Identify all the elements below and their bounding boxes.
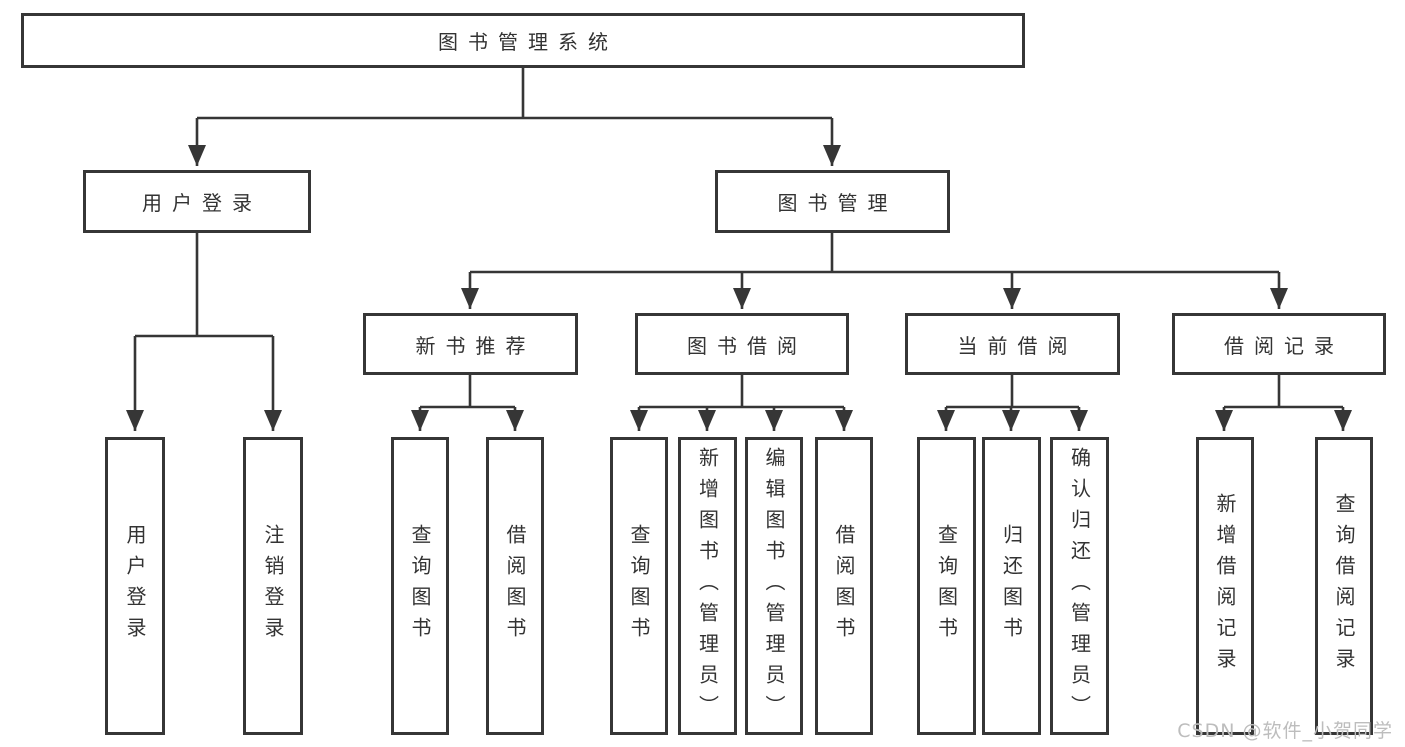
node-borrow-records-label: 借阅记录 — [1224, 333, 1344, 358]
node-user-login-branch: 用户登录 — [83, 170, 311, 233]
leaf-query-borrow-record: 查询借阅记录 — [1315, 437, 1373, 735]
leaf-add-book-admin: 新增图书（管理员） — [678, 437, 737, 735]
leaf-borrow-books-2: 借阅图书 — [815, 437, 873, 735]
node-book-borrow-label: 图书借阅 — [687, 333, 807, 358]
node-library-system-label: 图书管理系统 — [438, 30, 618, 54]
leaf-query-books-2-label: 查询图书 — [627, 524, 651, 648]
leaf-edit-book-admin-label: 编辑图书（管理员） — [762, 446, 786, 726]
leaf-add-book-admin-label: 新增图书（管理员） — [695, 446, 720, 726]
node-current-borrow: 当前借阅 — [905, 313, 1120, 375]
leaf-user-login-label: 用户登录 — [123, 524, 147, 648]
leaf-add-borrow-record: 新增借阅记录 — [1196, 437, 1254, 735]
node-book-management-label: 图书管理 — [777, 191, 898, 215]
leaf-return-book: 归还图书 — [982, 437, 1041, 735]
leaf-query-books-3: 查询图书 — [917, 437, 976, 735]
leaf-borrow-books-2-label: 借阅图书 — [832, 524, 856, 648]
leaf-edit-book-admin: 编辑图书（管理员） — [745, 437, 803, 735]
leaf-query-books-1-label: 查询图书 — [408, 524, 432, 648]
leaf-confirm-return-admin: 确认归还（管理员） — [1050, 437, 1109, 735]
node-current-borrow-label: 当前借阅 — [957, 333, 1078, 358]
leaf-query-books-1: 查询图书 — [391, 437, 449, 735]
leaf-query-books-3-label: 查询图书 — [934, 524, 959, 648]
leaf-return-book-label: 归还图书 — [999, 524, 1024, 648]
leaf-borrow-books-1-label: 借阅图书 — [503, 524, 527, 648]
leaf-add-borrow-record-label: 新增借阅记录 — [1213, 493, 1237, 679]
node-book-management: 图书管理 — [715, 170, 950, 233]
csdn-watermark: CSDN @软件_小贺同学 — [1177, 720, 1393, 742]
leaf-user-login: 用户登录 — [105, 437, 165, 735]
leaf-query-borrow-record-label: 查询借阅记录 — [1332, 493, 1356, 679]
node-book-borrow: 图书借阅 — [635, 313, 849, 375]
leaf-borrow-books-1: 借阅图书 — [486, 437, 544, 735]
node-library-system: 图书管理系统 — [21, 13, 1025, 68]
leaf-logout: 注销登录 — [243, 437, 303, 735]
node-borrow-records: 借阅记录 — [1172, 313, 1386, 375]
leaf-query-books-2: 查询图书 — [610, 437, 668, 735]
leaf-confirm-return-admin-label: 确认归还（管理员） — [1067, 446, 1092, 726]
node-new-book-recommend: 新书推荐 — [363, 313, 578, 375]
leaf-logout-label: 注销登录 — [261, 524, 285, 648]
node-new-book-recommend-label: 新书推荐 — [415, 333, 536, 358]
node-user-login-branch-label: 用户登录 — [142, 191, 262, 215]
